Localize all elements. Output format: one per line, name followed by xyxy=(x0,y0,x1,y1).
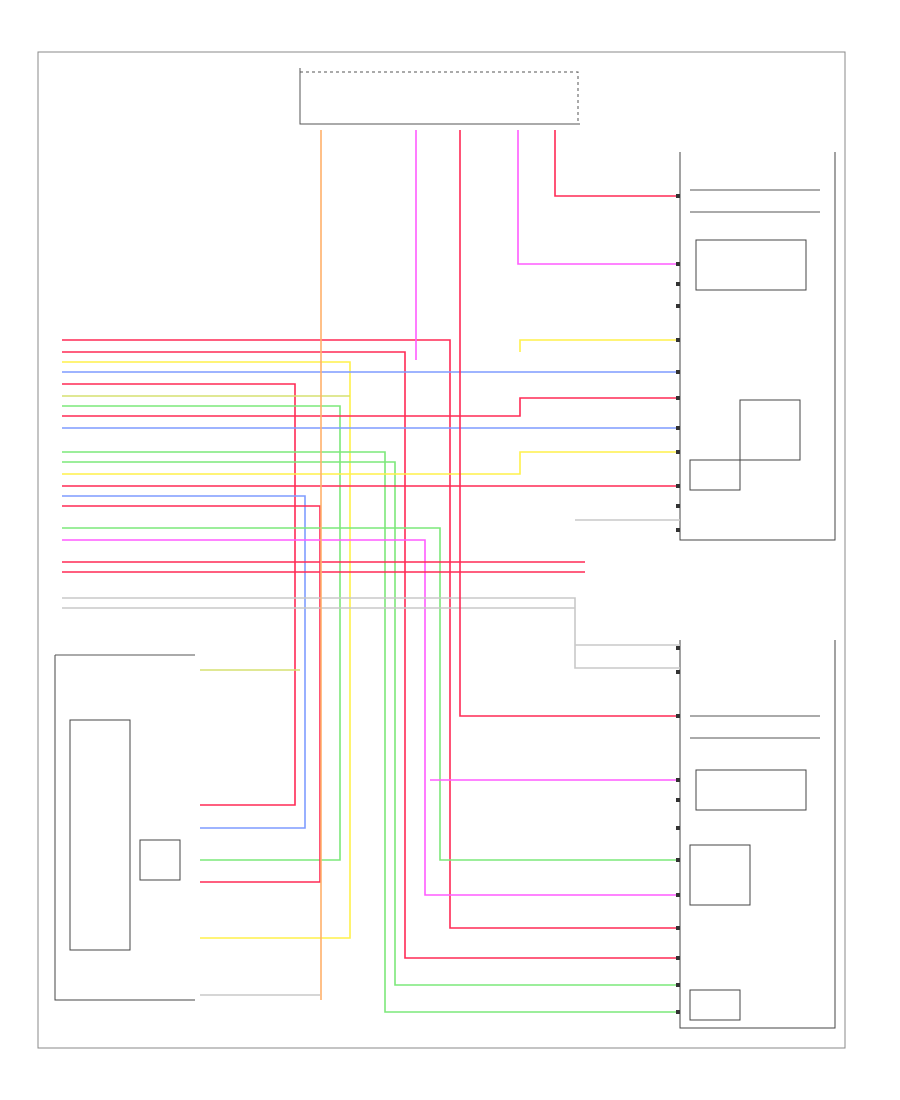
right-mirror-pin-10 xyxy=(676,956,680,960)
harness-wires xyxy=(62,130,680,1013)
wire-7 xyxy=(62,405,341,861)
left-mirror-pin-9 xyxy=(676,450,680,454)
wire-12 xyxy=(62,451,680,475)
right-outside-mirror xyxy=(679,640,836,1029)
mirror-switch xyxy=(54,654,195,1001)
wire-5 xyxy=(62,383,296,806)
wire-27 xyxy=(519,339,680,352)
left-mirror-pin-4 xyxy=(676,304,680,308)
wire-20 xyxy=(62,597,680,669)
left-outside-mirror xyxy=(679,152,836,541)
wire-14 xyxy=(62,495,306,829)
right-mirror-pin-2 xyxy=(676,670,680,674)
right-mirror-pin-5 xyxy=(676,798,680,802)
right-mirror-pin-9 xyxy=(676,926,680,930)
wire-3 xyxy=(62,361,351,939)
wire-1 xyxy=(62,339,680,929)
left-mirror-pin-1 xyxy=(676,194,680,198)
left-mirror-pin-6 xyxy=(676,370,680,374)
right-mirror-pin-4 xyxy=(676,778,680,782)
right-mirror-pin-6 xyxy=(676,826,680,830)
right-mirror-pin-3 xyxy=(676,714,680,718)
wire-25 xyxy=(517,130,680,265)
left-mirror-pin-11 xyxy=(676,504,680,508)
left-mirror-pin-3 xyxy=(676,282,680,286)
left-mirror-pin-10 xyxy=(676,484,680,488)
right-mirror-pin-8 xyxy=(676,893,680,897)
right-mirror-pin-7 xyxy=(676,858,680,862)
wire-11 xyxy=(62,461,680,986)
left-mirror-pin-8 xyxy=(676,426,680,430)
left-mirror-pin-5 xyxy=(676,338,680,342)
wire-2 xyxy=(62,351,680,959)
wire-15 xyxy=(62,505,321,883)
wire-17 xyxy=(62,539,680,896)
right-mirror-pin-1 xyxy=(676,646,680,650)
wire-10 xyxy=(62,451,680,1013)
right-mirror-pin-12 xyxy=(676,1010,680,1014)
wire-26 xyxy=(554,130,680,197)
left-mirror-pins xyxy=(676,194,680,532)
right-mirror-pin-11 xyxy=(676,983,680,987)
left-mirror-pin-2 xyxy=(676,262,680,266)
outer-frame xyxy=(37,51,846,1049)
right-mirror-pins xyxy=(676,646,680,1014)
wire-8 xyxy=(62,397,680,417)
wire-16 xyxy=(62,527,680,861)
left-mirror-pin-7 xyxy=(676,396,680,400)
wire-24 xyxy=(459,130,680,717)
top-module xyxy=(299,68,580,125)
left-mirror-pin-12 xyxy=(676,528,680,532)
